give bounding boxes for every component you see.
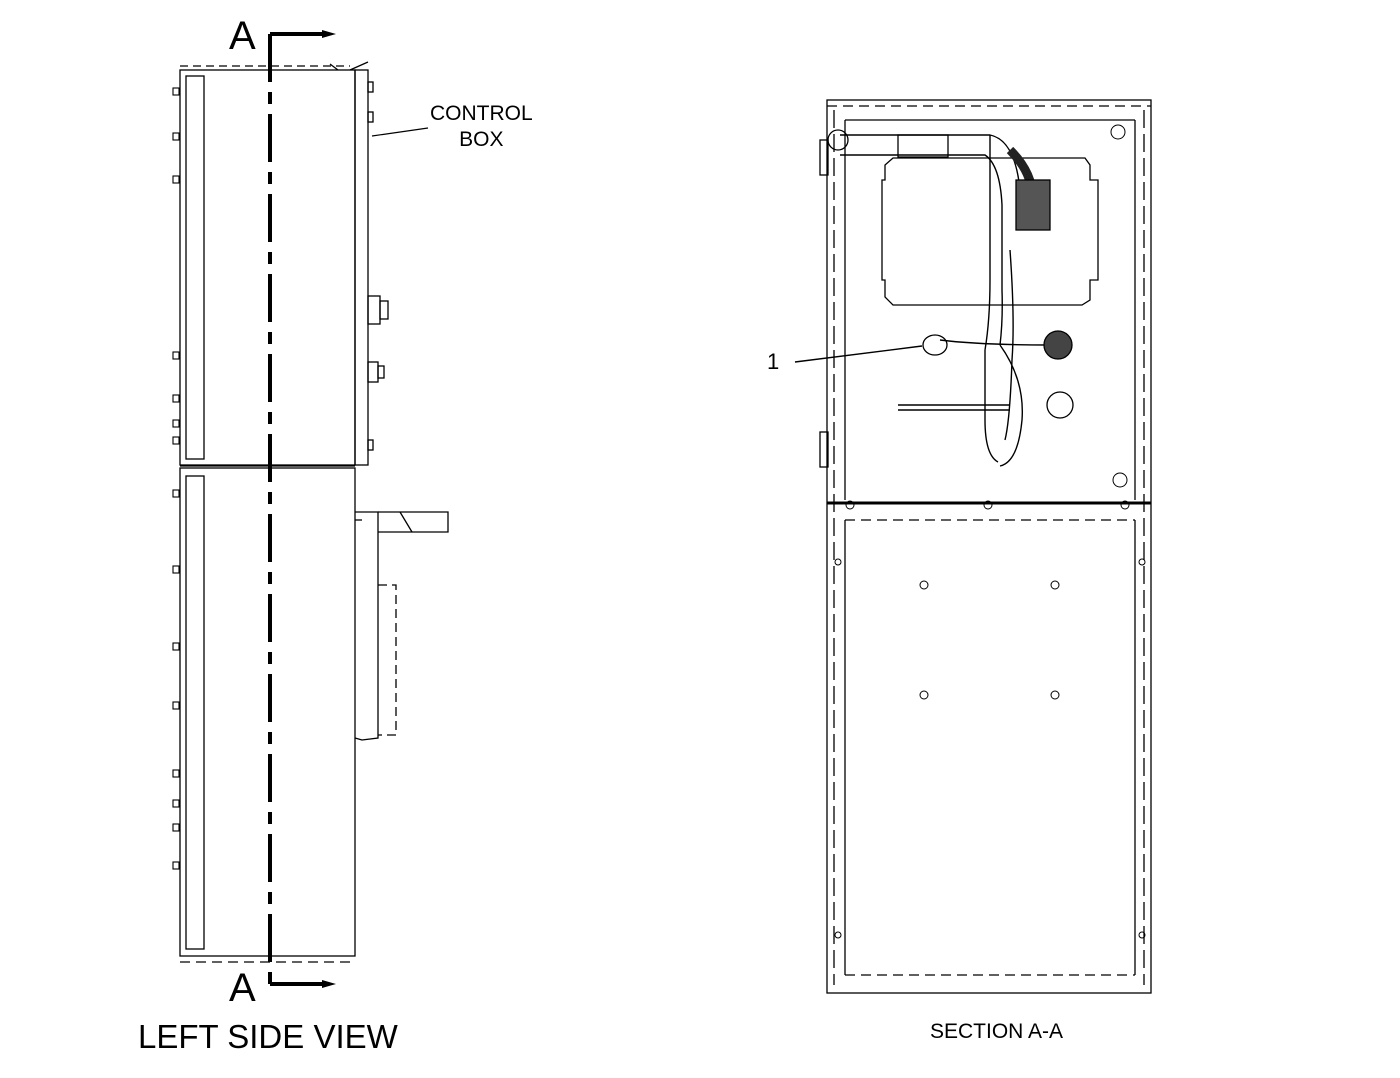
wire-harness (840, 134, 1051, 467)
knockout-hole (1046, 391, 1074, 419)
item-1-leader (794, 345, 923, 363)
lower-cabinet-outline (179, 467, 356, 957)
grille (1015, 179, 1051, 231)
control-box-outline (354, 69, 369, 466)
section-view-title: SECTION A-A (930, 1020, 1064, 1043)
left-side-view-title: LEFT SIDE VIEW (138, 1018, 398, 1055)
lower-panel-window (185, 475, 205, 950)
item-callout-1: 1 (767, 349, 780, 374)
control-box-label: CONTROL BOX (430, 102, 533, 151)
section-a-a-view (794, 99, 1152, 994)
section-cut-line (268, 32, 322, 986)
upper-cabinet-outline (179, 69, 356, 466)
limit-switch (922, 334, 948, 356)
control-box-leader (371, 127, 429, 137)
control-box-switches (367, 81, 389, 451)
section-marker-top: A (229, 14, 256, 58)
upper-panel-window (185, 75, 205, 460)
section-outline (826, 99, 1152, 994)
section-marker-bottom: A (229, 966, 256, 1010)
left-side-view (172, 30, 449, 988)
control-cutout (881, 157, 1099, 306)
mounting-bracket (354, 511, 449, 741)
